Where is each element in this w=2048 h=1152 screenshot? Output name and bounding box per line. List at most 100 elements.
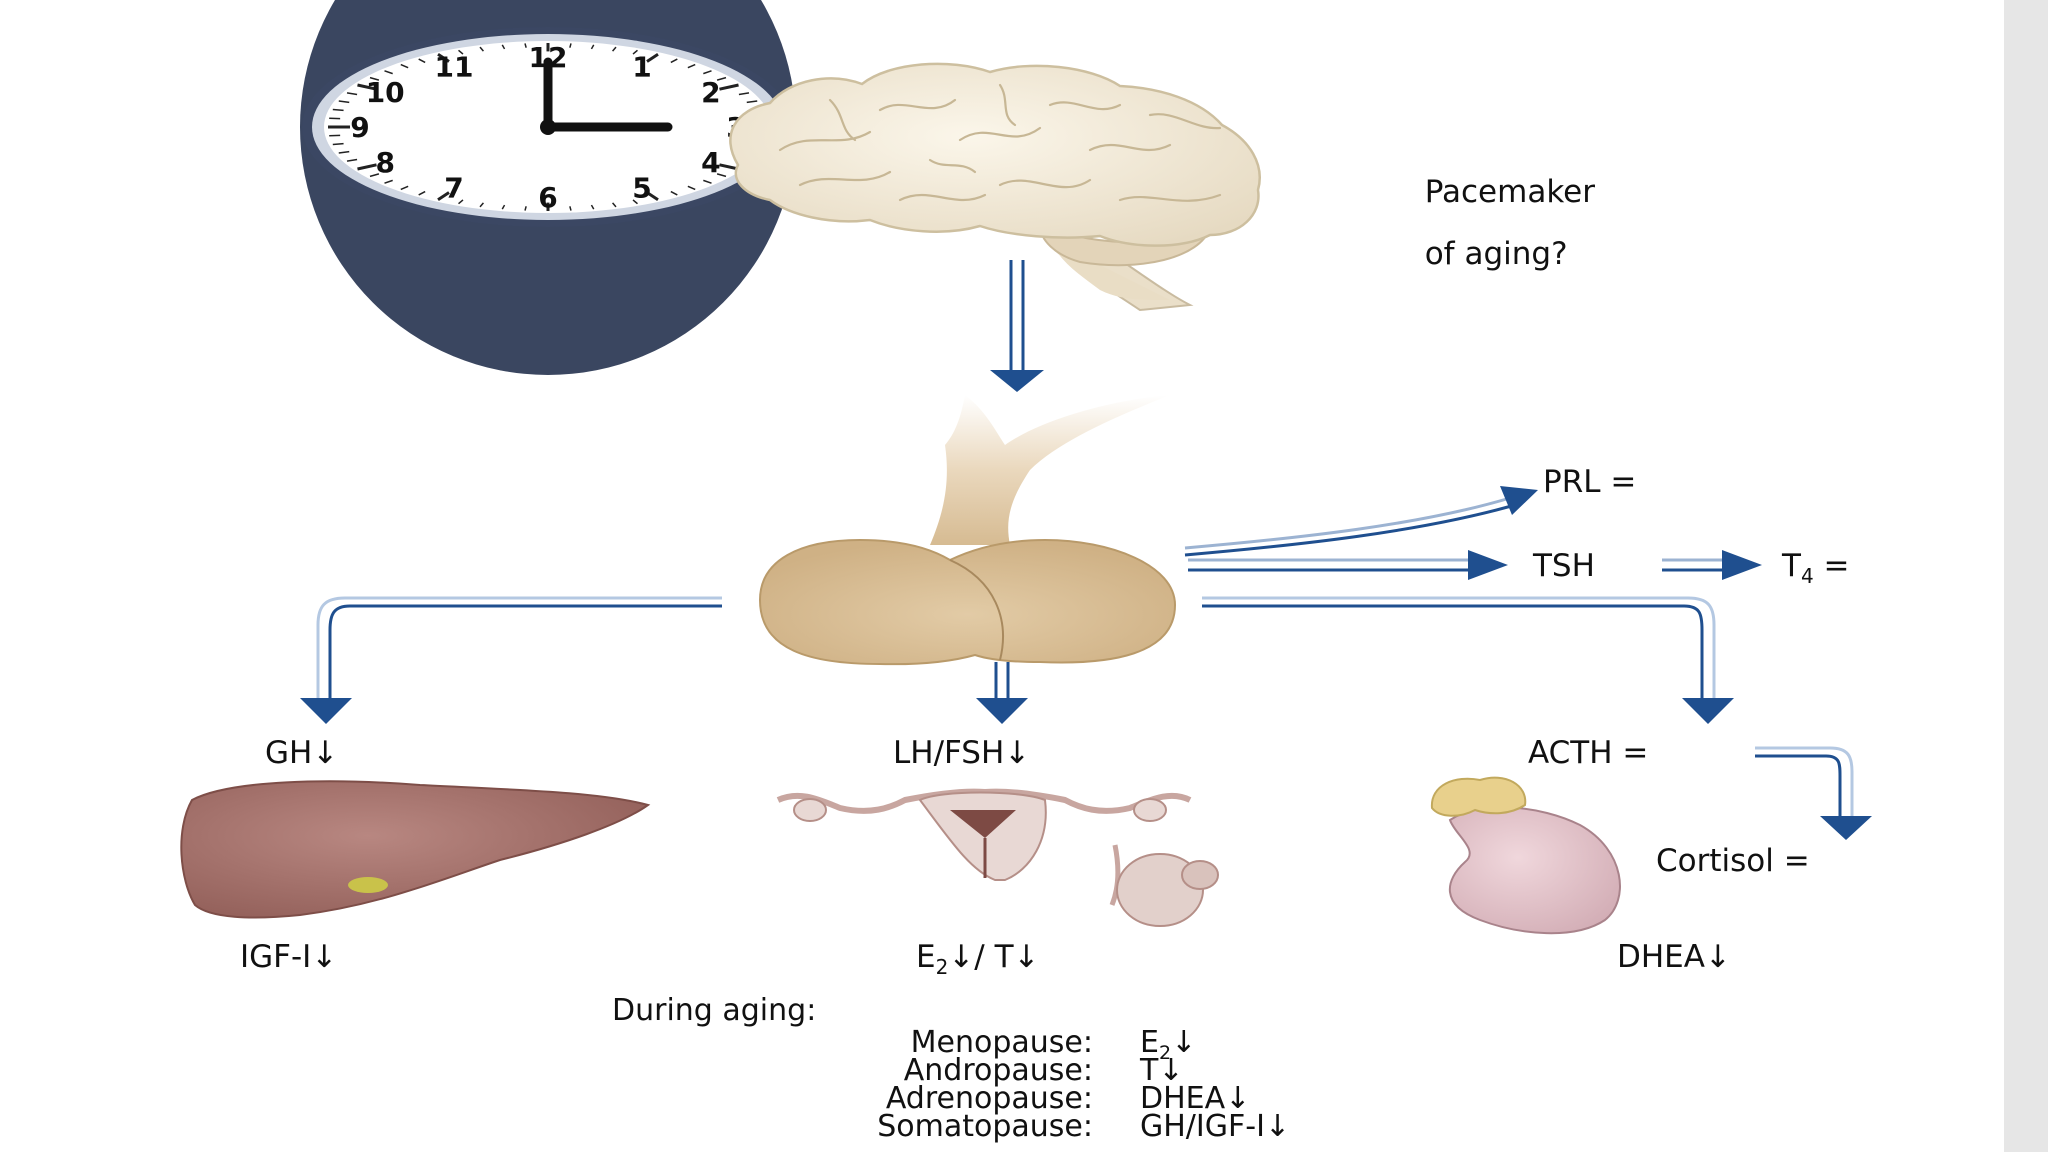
igf-label: IGF-I↓ <box>240 939 338 975</box>
summary-value-somatopause: GH/IGF-I↓ <box>1140 1109 1291 1144</box>
clock-tick <box>479 46 484 52</box>
clock-tick <box>632 199 638 205</box>
clock-tick <box>458 49 464 55</box>
clock-icon: 121234567891011 <box>300 0 796 375</box>
clock-tick <box>332 142 344 146</box>
clock-tick <box>332 108 344 112</box>
clock-tick <box>357 83 377 91</box>
clock-tick <box>716 76 727 81</box>
summary-label-menopause: Menopause: <box>910 1025 1093 1060</box>
pacemaker-line1: Pacemaker <box>1424 174 1595 210</box>
clock-number-2: 2 <box>701 76 720 109</box>
acth-label: ACTH = <box>1528 735 1649 771</box>
pituitary-to-tsh-arrow <box>1188 550 1508 580</box>
kidney-adrenal-icon <box>1430 776 1621 935</box>
e2-t-label: E2↓/ T↓ <box>916 939 1040 980</box>
clock-tick <box>369 76 380 81</box>
clock-tick <box>346 92 358 96</box>
tsh-to-t4-arrow <box>1662 550 1762 580</box>
clock-tick <box>346 158 358 162</box>
clock-tick <box>716 173 727 178</box>
e2-subscript: 2 <box>935 955 949 980</box>
clock-tick <box>670 58 678 64</box>
clock-tick <box>569 206 572 211</box>
clock-tick <box>612 202 617 208</box>
clock-tick <box>719 83 739 91</box>
pacemaker-label: Pacemaker of aging? <box>1405 146 1595 270</box>
e2-base: E <box>916 939 936 975</box>
clock-tick <box>501 204 506 210</box>
lh-fsh-label: LH/FSH↓ <box>893 735 1031 771</box>
clock-tick <box>437 53 450 63</box>
clock-number-1: 1 <box>632 50 651 83</box>
acth-to-cortisol-arrow <box>1755 746 1872 840</box>
summary-label-andropause: Andropause: <box>903 1053 1093 1088</box>
clock-tick <box>687 63 696 69</box>
clock-tick <box>418 58 426 64</box>
pituitary-to-prl-arrow <box>1184 486 1538 557</box>
summary-value-andropause: T↓ <box>1140 1053 1184 1088</box>
clock-tick <box>369 173 380 178</box>
clock-number-4: 4 <box>701 146 720 179</box>
brain-to-pituitary-arrow <box>990 260 1044 392</box>
pituitary-to-acth-arrow <box>1202 596 1734 724</box>
clock-tick <box>632 49 638 55</box>
summary-value-adrenopause: DHEA↓ <box>1140 1081 1251 1116</box>
clock-tick <box>458 199 464 205</box>
clock-tick <box>590 44 595 50</box>
e2-rest: ↓/ T↓ <box>948 939 1040 975</box>
clock-tick <box>703 179 712 184</box>
menopause-value-base: E <box>1140 1025 1159 1060</box>
clock-number-8: 8 <box>375 146 394 179</box>
clock-number-5: 5 <box>632 172 651 205</box>
pacemaker-line2: of aging? <box>1424 236 1568 272</box>
tsh-label: TSH <box>1533 548 1595 584</box>
clock-tick <box>569 43 572 48</box>
clock-tick <box>703 70 712 75</box>
pituitary-gland-icon <box>758 395 1177 666</box>
clock-tick <box>338 100 350 104</box>
clock-tick <box>746 100 758 104</box>
clock-tick <box>479 202 484 208</box>
menopause-value-sub: 2 <box>1158 1042 1172 1064</box>
clock-number-11: 11 <box>435 50 474 83</box>
summary-label-adrenopause: Adrenopause: <box>885 1081 1093 1116</box>
liver-icon <box>180 780 651 919</box>
pituitary-to-lhfsh-arrow <box>976 662 1028 724</box>
dhea-label: DHEA↓ <box>1617 939 1731 975</box>
clock-tick <box>612 46 617 52</box>
prl-label: PRL = <box>1543 464 1637 500</box>
t4-label: T4 = <box>1782 548 1850 589</box>
brain-icon <box>729 62 1261 312</box>
clock-tick <box>590 204 595 210</box>
clock-tick <box>524 43 527 48</box>
cortisol-label: Cortisol = <box>1656 843 1810 879</box>
clock-tick <box>646 53 659 63</box>
clock-number-7: 7 <box>444 172 463 205</box>
t4-equal: = <box>1813 548 1850 584</box>
gh-label: GH↓ <box>265 735 339 771</box>
t4-subscript: 4 <box>1800 564 1814 589</box>
pituitary-to-gh-arrow <box>300 596 722 724</box>
clock-tick <box>400 63 409 69</box>
clock-tick <box>524 206 527 211</box>
t4-base: T <box>1782 548 1801 584</box>
clock-tick <box>687 185 696 191</box>
clock-tick <box>357 163 377 171</box>
clock-tick <box>384 70 393 75</box>
clock-tick <box>738 92 750 96</box>
menopause-value-rest: ↓ <box>1171 1025 1197 1060</box>
clock-tick <box>646 191 659 201</box>
summary-label-somatopause: Somatopause: <box>877 1109 1093 1144</box>
reproductive-organs-icon <box>776 788 1219 927</box>
clock-number-6: 6 <box>538 181 557 214</box>
clock-tick <box>338 150 350 154</box>
summary-value-menopause: E2↓ <box>1140 1028 1196 1063</box>
clock-tick <box>437 191 450 201</box>
summary-heading: During aging: <box>612 993 817 1028</box>
clock-tick <box>501 44 506 50</box>
right-scroll-strip <box>2004 0 2048 1152</box>
clock-tick <box>670 190 678 196</box>
clock-tick <box>418 190 426 196</box>
